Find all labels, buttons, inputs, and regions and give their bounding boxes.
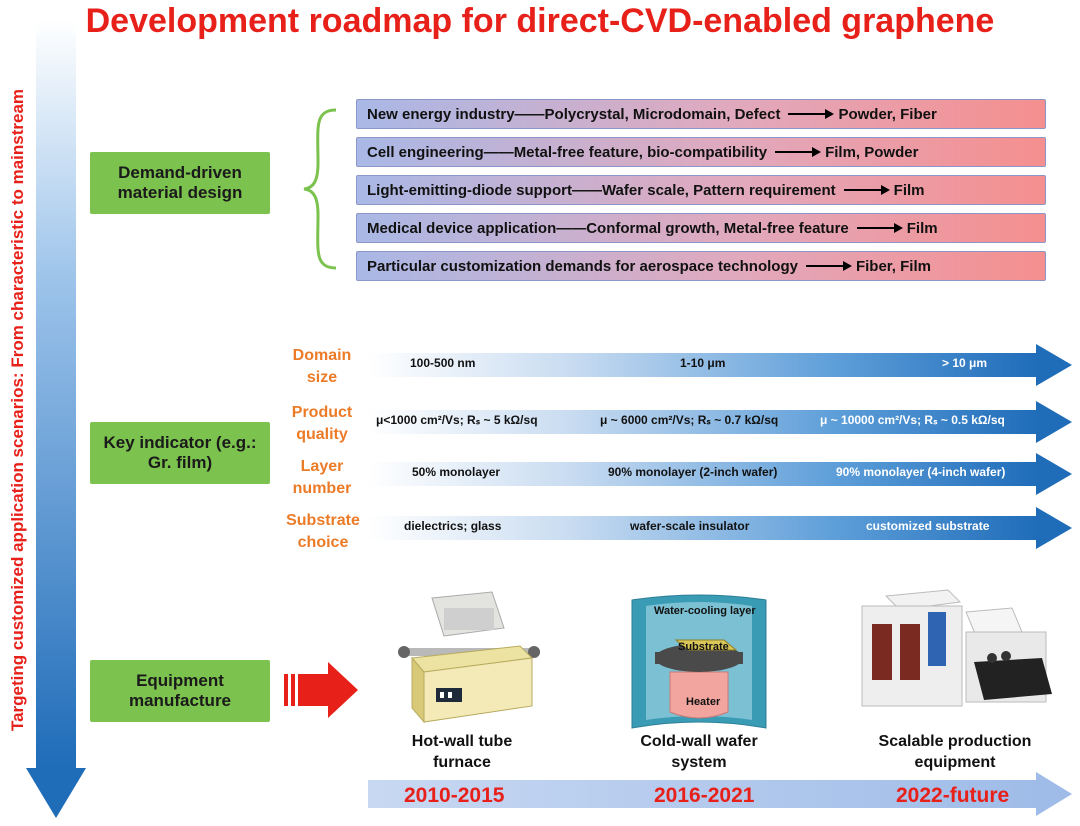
indicator-arrow: 100-500 nm 1-10 μm > 10 μm xyxy=(368,344,1072,386)
equipment-caption: Cold-wall wafer system xyxy=(640,733,758,771)
indicator-value: dielectrics; glass xyxy=(404,519,502,533)
indicator-label: Product quality xyxy=(291,404,353,443)
demand-section-label: Demand-driven material design xyxy=(90,152,270,214)
indicator-label: Substrate choice xyxy=(286,512,360,551)
water-cooling-label: Water-cooling layer xyxy=(654,605,756,617)
indicator-value: customized substrate xyxy=(866,519,990,533)
indicator-value: 90% monolayer (2-inch wafer) xyxy=(608,465,778,479)
demand-row: Medical device application——Conformal gr… xyxy=(356,213,1046,243)
period-label: 2022-future xyxy=(896,784,1010,807)
curly-brace xyxy=(303,108,337,270)
indicator-label: Layer number xyxy=(292,458,352,497)
equipment-caption: Scalable production equipment xyxy=(878,733,1032,771)
arrow-icon xyxy=(775,147,822,157)
side-label: Targeting customized application scenari… xyxy=(8,88,27,732)
indicator-label: Domain size xyxy=(292,347,352,386)
period-label: 2016-2021 xyxy=(654,784,755,807)
equipment-caption: Hot-wall tube furnace xyxy=(411,733,513,771)
substrate-label: Substrate xyxy=(678,641,729,653)
indicator-arrow: dielectrics; glass wafer-scale insulator… xyxy=(368,507,1072,549)
red-arrow-icon xyxy=(284,662,358,718)
demand-row: Light-emitting-diode support——Wafer scal… xyxy=(356,175,1046,205)
cold-wall-image xyxy=(631,594,767,729)
demand-row: New energy industry——Polycrystal, Microd… xyxy=(356,99,1046,129)
demand-row: Particular customization demands for aer… xyxy=(356,251,1046,281)
indicator-value: μ<1000 cm²/Vs; Rₛ ~ 5 kΩ/sq xyxy=(376,413,538,427)
timeline-arrow xyxy=(368,772,1072,816)
arrow-icon xyxy=(788,109,835,119)
arrow-icon xyxy=(843,185,890,195)
page-title: Development roadmap for direct-CVD-enabl… xyxy=(85,2,995,40)
indicator-value: 1-10 μm xyxy=(680,356,726,370)
tube-furnace-image xyxy=(398,591,540,724)
indicator-arrow: 50% monolayer 90% monolayer (2-inch wafe… xyxy=(368,453,1072,495)
heater-label: Heater xyxy=(686,696,721,708)
indicator-section-label: Key indicator (e.g.: Gr. film) xyxy=(90,422,270,484)
arrow-icon xyxy=(805,261,852,271)
arrow-icon xyxy=(856,223,903,233)
indicator-value: μ ~ 10000 cm²/Vs; Rₛ ~ 0.5 kΩ/sq xyxy=(820,413,1005,427)
indicator-value: μ ~ 6000 cm²/Vs; Rₛ ~ 0.7 kΩ/sq xyxy=(600,413,779,427)
indicator-value: 100-500 nm xyxy=(410,356,476,370)
indicator-value: 90% monolayer (4-inch wafer) xyxy=(836,465,1006,479)
indicator-value: > 10 μm xyxy=(942,356,988,370)
demand-row: Cell engineering——Metal-free feature, bi… xyxy=(356,137,1046,167)
indicator-arrow: μ<1000 cm²/Vs; Rₛ ~ 5 kΩ/sq μ ~ 6000 cm²… xyxy=(368,401,1072,443)
production-equipment-image xyxy=(861,589,1052,707)
indicator-value: 50% monolayer xyxy=(412,465,501,479)
vertical-arrow xyxy=(26,20,86,818)
period-label: 2010-2015 xyxy=(404,784,505,807)
equipment-section-label: Equipment manufacture xyxy=(90,660,270,722)
indicator-value: wafer-scale insulator xyxy=(630,519,750,533)
